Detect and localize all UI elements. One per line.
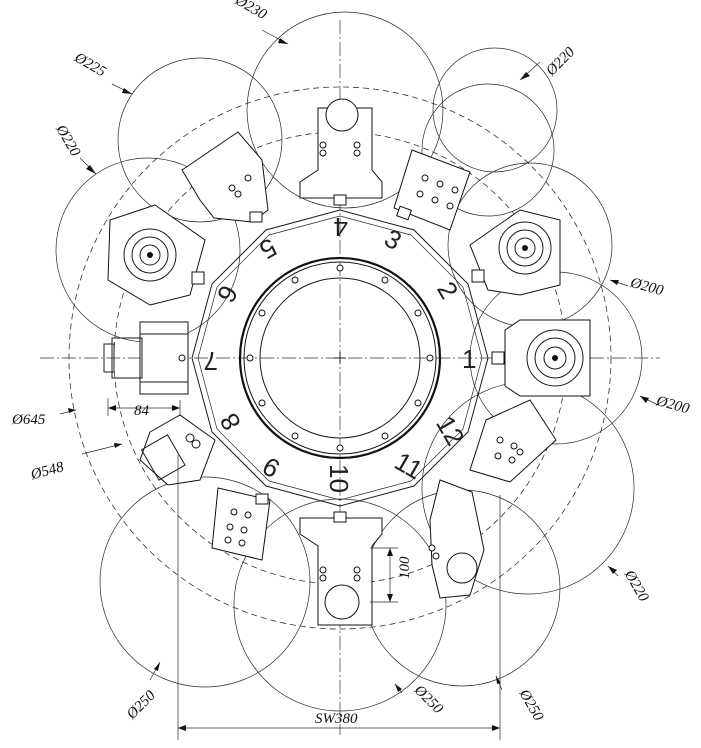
tool-circle-230 [246,11,444,209]
turret-disc [191,209,489,507]
label-d225: Ø225 [71,49,109,80]
holder-station-5 [181,131,269,223]
dimension-sw380: SW380 [177,455,501,740]
label-d250-left: Ø250 [123,687,159,723]
hub-bolt-holes [246,264,434,452]
label-d220-left: Ø220 [52,122,83,160]
label-d220-top-right: Ø220 [543,44,579,80]
station-7: 7 [204,346,218,376]
dimension-84: 84 [107,398,181,419]
station-9: 9 [257,451,285,484]
label-d220-bottom-right: Ø220 [620,567,651,605]
station-8: 8 [214,408,247,436]
tool-circle-250-mid [233,498,447,712]
label-sw380: SW380 [315,711,358,727]
leader-lines [59,29,659,694]
outer-swing-circle-645 [68,86,612,630]
holder-station-10 [299,511,383,626]
label-d548: Ø548 [28,459,66,483]
station-6: 6 [211,280,244,308]
dodecagon-outer [191,209,489,507]
station-4: 4 [334,212,348,242]
label-84: 84 [134,403,150,419]
dodecagon-inner [197,215,483,501]
dimension-100: 100 [370,547,413,603]
station-2: 2 [431,276,464,304]
label-d230: Ø230 [232,0,270,23]
station-12: 12 [430,411,470,451]
holder-station-4 [299,98,383,206]
holder-station-7 [103,321,189,395]
holder-station-1 [491,319,591,397]
tool-holders [103,98,591,626]
station-5: 5 [254,232,282,265]
holder-station-2 [469,209,561,296]
tool-circle-225 [117,57,283,223]
label-d645: Ø645 [11,412,46,428]
holder-station-12 [469,399,557,483]
label-d200-upper: Ø200 [628,275,666,299]
holder-station-9 [211,487,271,561]
label-d250-mid: Ø250 [410,682,446,718]
holder-station-6 [107,204,206,306]
holder-station-8 [139,414,216,486]
central-hub [238,256,442,460]
tool-circle-220-tr-big [432,47,558,173]
tool-circle-250-left [99,476,311,688]
label-d250-right: Ø250 [515,686,546,724]
holder-station-3 [393,149,471,231]
label-100: 100 [397,556,413,579]
holder-station-11 [428,479,485,599]
station-10: 10 [324,464,354,493]
station-1: 1 [462,344,476,374]
tool-circle-220-tr [421,83,555,217]
label-d200-lower: Ø200 [654,393,692,417]
